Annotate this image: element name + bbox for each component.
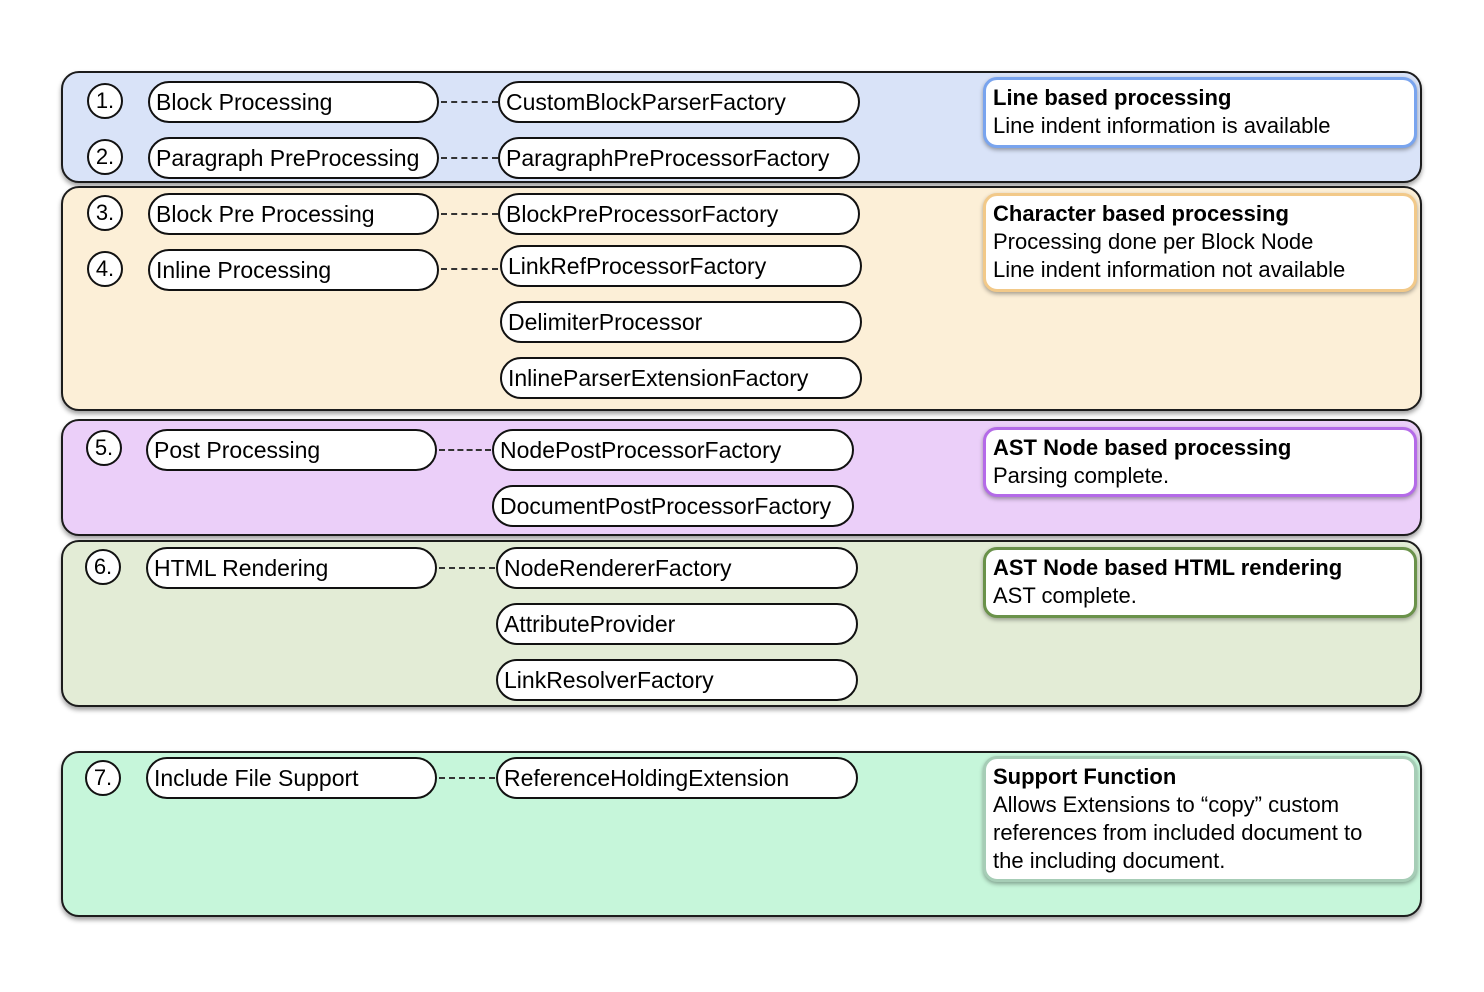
note-ast-node-processing: AST Node based processing Parsing comple… <box>983 427 1417 497</box>
step-number-2: 2. <box>87 139 123 175</box>
connector-4 <box>441 268 498 270</box>
note-line: references from included document to <box>993 820 1363 845</box>
connector-1 <box>441 101 498 103</box>
note-line-based-processing: Line based processing Line indent inform… <box>983 77 1417 148</box>
note-title: Support Function <box>993 764 1177 789</box>
connector-7 <box>439 777 495 779</box>
factory-custom-block-parser: CustomBlockParserFactory <box>498 81 860 123</box>
factory-node-renderer: NodeRendererFactory <box>496 547 858 589</box>
factory-attribute-provider: AttributeProvider <box>496 603 858 645</box>
step-post-processing: Post Processing <box>146 429 437 471</box>
note-line: Allows Extensions to “copy” custom <box>993 792 1340 817</box>
note-line: Processing done per Block Node <box>993 229 1314 254</box>
step-number-5: 5. <box>86 430 122 466</box>
note-ast-node-html-rendering: AST Node based HTML rendering AST comple… <box>983 547 1417 618</box>
factory-inline-parser-extension: InlineParserExtensionFactory <box>500 357 862 399</box>
note-title: AST Node based processing <box>993 435 1292 460</box>
factory-reference-holding-extension: ReferenceHoldingExtension <box>496 757 858 799</box>
connector-3 <box>441 213 498 215</box>
note-line: Line indent information not available <box>993 257 1346 282</box>
note-line: AST complete. <box>993 583 1137 608</box>
note-character-based-processing: Character based processing Processing do… <box>983 193 1417 292</box>
step-number-1: 1. <box>87 83 123 119</box>
note-title: Line based processing <box>993 85 1232 110</box>
connector-5 <box>439 449 491 451</box>
step-html-rendering: HTML Rendering <box>146 547 437 589</box>
step-number-7: 7. <box>85 760 121 796</box>
step-inline-processing: Inline Processing <box>148 249 439 291</box>
factory-node-post-processor: NodePostProcessorFactory <box>492 429 854 471</box>
connector-2 <box>441 157 498 159</box>
step-number-6: 6. <box>85 549 121 585</box>
step-include-file-support: Include File Support <box>146 757 437 799</box>
step-number-3: 3. <box>87 195 123 231</box>
factory-link-resolver: LinkResolverFactory <box>496 659 858 701</box>
factory-block-preprocessor: BlockPreProcessorFactory <box>498 193 860 235</box>
note-support-function: Support Function Allows Extensions to “c… <box>983 756 1417 882</box>
factory-paragraph-preprocessor: ParagraphPreProcessorFactory <box>498 137 860 179</box>
step-paragraph-preprocessing: Paragraph PreProcessing <box>148 137 439 179</box>
connector-6 <box>439 567 495 569</box>
note-title: AST Node based HTML rendering <box>993 555 1343 580</box>
factory-document-post-processor: DocumentPostProcessorFactory <box>492 485 854 527</box>
note-line: Line indent information is available <box>993 113 1331 138</box>
note-line: the including document. <box>993 848 1226 873</box>
note-title: Character based processing <box>993 201 1289 226</box>
step-block-processing: Block Processing <box>148 81 439 123</box>
note-line: Parsing complete. <box>993 463 1170 488</box>
factory-delimiter-processor: DelimiterProcessor <box>500 301 862 343</box>
factory-link-ref-processor: LinkRefProcessorFactory <box>500 245 862 287</box>
step-block-pre-processing: Block Pre Processing <box>148 193 439 235</box>
step-number-4: 4. <box>87 251 123 287</box>
